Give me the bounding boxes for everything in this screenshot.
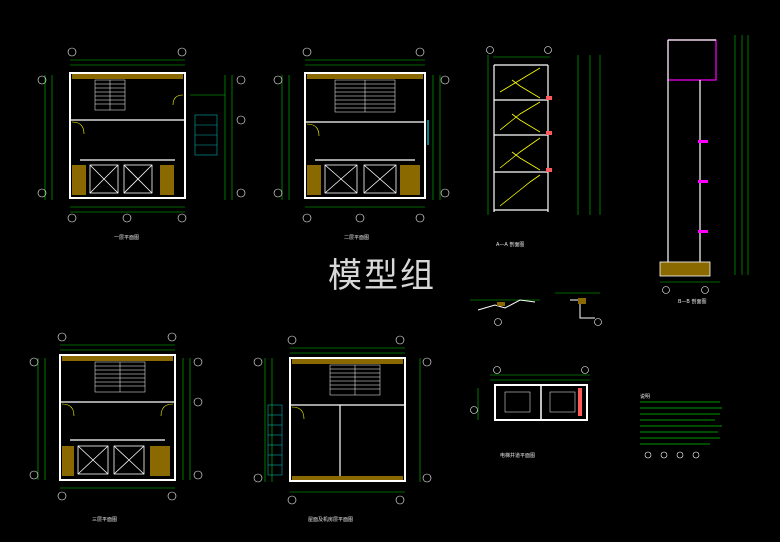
section-bb-title: B—B 剖面图 — [678, 299, 707, 305]
pit-plan — [470, 366, 590, 421]
plan-2-title: 二层平面图 — [344, 235, 370, 241]
detail-sections — [470, 292, 602, 326]
plan-3 — [29, 332, 203, 501]
plan-4-title: 屋面及机房层平面图 — [308, 517, 354, 523]
watermark: 模型组 — [328, 256, 436, 296]
pit-plan-title: 电梯井道平面图 — [500, 453, 536, 459]
plan-2 — [273, 47, 450, 223]
plan-1 — [37, 47, 246, 223]
section-aa-title: A—A 剖面图 — [496, 242, 525, 248]
plan-3-title: 三层平面图 — [92, 517, 118, 523]
section-aa — [486, 46, 601, 215]
section-bb — [659, 35, 749, 294]
plan-4 — [253, 335, 432, 505]
notes-title: 说明 — [640, 394, 651, 400]
notes-block — [640, 401, 722, 459]
plan-1-title: 一层平面图 — [114, 235, 140, 241]
